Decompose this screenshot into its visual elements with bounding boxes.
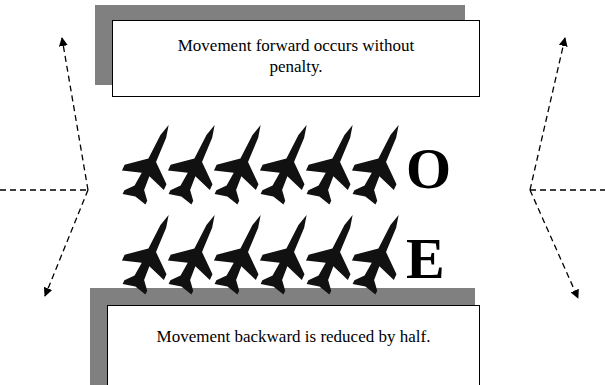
axis-line [0, 189, 88, 190]
aircraft-row [113, 205, 419, 299]
direction-arrow [530, 38, 565, 190]
callout-box: Movement backward is reduced by half. [107, 305, 480, 385]
callout-text: Movement backward is reduced by half. [128, 326, 459, 347]
aircraft-row [113, 115, 419, 209]
direction-arrow [45, 190, 88, 296]
axis-line [530, 189, 605, 190]
callout-text: Movement forward occurs without penalty. [163, 35, 429, 78]
direction-arrow [530, 190, 578, 298]
direction-arrow [62, 38, 88, 190]
row-letter: O [406, 140, 451, 198]
row-letter: E [406, 230, 445, 288]
callout-box: Movement forward occurs without penalty. [112, 20, 480, 97]
